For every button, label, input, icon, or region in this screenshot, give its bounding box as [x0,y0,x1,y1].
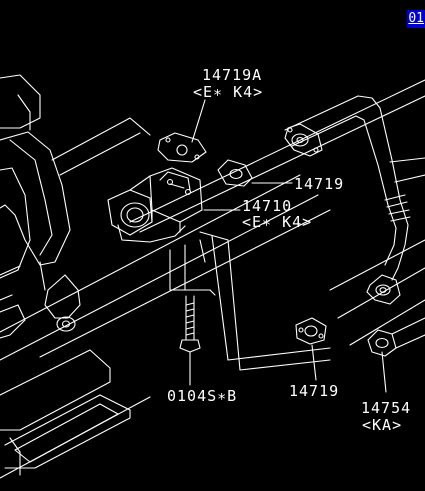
callout-14719a-variant: <E∗ K4> [193,83,263,101]
leader-lines [189,99,387,393]
callout-0104s-b-part: 0104S∗B [167,387,237,405]
callout-14754-variant: <KA> [362,416,402,434]
corner-page-link[interactable]: 01 [407,10,425,28]
callout-14719a-part: 14719A [202,66,262,84]
callout-14710-part: 14710 [242,197,292,215]
callout-14754-part: 14754 [361,399,411,417]
callout-14719-upper-part: 14719 [294,175,344,193]
egr-valve-drawing [107,132,331,371]
callout-14710-variant: <E∗ K4> [242,213,312,231]
egr-pipe-drawing [129,79,425,357]
engine-intake-drawing [0,74,331,479]
callout-14719-lower-part: 14719 [289,382,339,400]
